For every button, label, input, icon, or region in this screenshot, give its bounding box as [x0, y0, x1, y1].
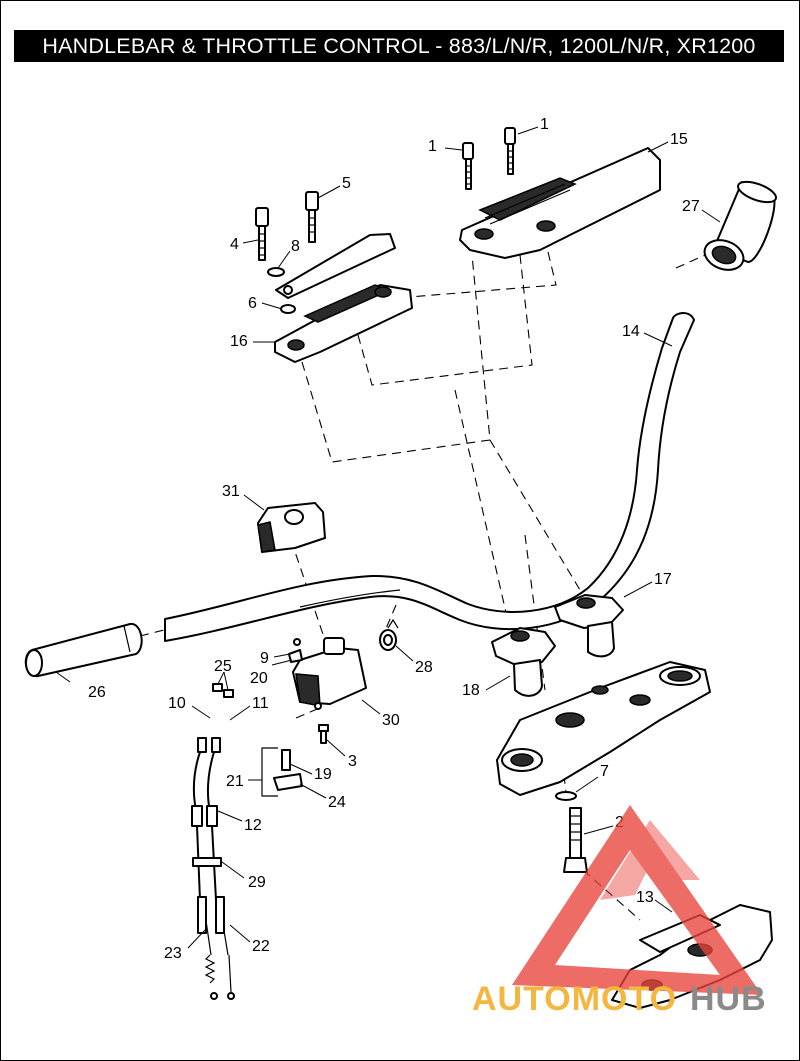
callout-5: 5 — [342, 175, 351, 192]
callout-labels: 1 1 15 5 4 8 6 16 27 14 31 17 9 20 25 28… — [88, 116, 700, 962]
washer-8 — [267, 267, 285, 277]
callout-23: 23 — [164, 945, 182, 962]
callout-9: 9 — [260, 650, 269, 667]
callout-26: 26 — [88, 684, 106, 701]
throttle-housing-lower — [292, 637, 367, 710]
lower-clamp — [274, 284, 413, 363]
callout-20: 20 — [250, 670, 268, 687]
callout-29: 29 — [248, 874, 266, 891]
callout-10: 10 — [168, 695, 186, 712]
triangle-logo-accent-icon — [600, 820, 700, 900]
adjuster-19-24 — [261, 747, 303, 797]
callout-30: 30 — [382, 712, 400, 729]
callout-6: 6 — [248, 295, 257, 312]
bolt-2 — [563, 807, 588, 873]
handlebar — [164, 312, 695, 642]
throttle-cables — [191, 737, 235, 1000]
callout-24: 24 — [328, 794, 346, 811]
watermark-brand-part1: AUTOMOTO — [472, 980, 677, 1018]
callout-28: 28 — [415, 659, 433, 676]
friction-pad-25a — [212, 683, 223, 692]
callout-3: 3 — [348, 753, 357, 770]
callout-31: 31 — [222, 483, 240, 500]
washer-7 — [555, 791, 577, 801]
screw-4 — [255, 207, 269, 261]
callout-25: 25 — [214, 658, 232, 675]
screw-1-right — [504, 127, 516, 175]
right-grip — [703, 180, 777, 271]
riser-18 — [491, 627, 556, 697]
switch-housing-upper — [257, 502, 326, 553]
upper-clamp — [459, 147, 661, 259]
callout-4: 4 — [230, 236, 239, 253]
callout-22: 22 — [252, 938, 270, 955]
callout-15: 15 — [670, 131, 688, 148]
screw-3 — [318, 724, 329, 744]
ferrule-9-20 — [288, 638, 303, 663]
clamp-bracket-plate — [275, 233, 396, 299]
callout-1: 1 — [540, 116, 549, 133]
page-title: HANDLEBAR & THROTTLE CONTROL - 883/L/N/R… — [14, 30, 784, 62]
callout-14: 14 — [622, 323, 640, 340]
watermark-logo — [512, 805, 762, 995]
leader-lines — [55, 126, 721, 949]
riser-17 — [554, 594, 624, 658]
callout-1: 1 — [428, 138, 437, 155]
screw-1-left — [462, 142, 474, 190]
callout-13: 13 — [636, 889, 654, 906]
left-grip — [24, 623, 143, 678]
triangle-logo-icon — [512, 805, 762, 995]
screw-5 — [305, 191, 319, 243]
callout-27: 27 — [682, 198, 700, 215]
callout-11: 11 — [252, 695, 269, 712]
washer-6 — [280, 304, 296, 314]
callout-21: 21 — [226, 773, 244, 790]
watermark-brand-part2: HUB — [690, 980, 767, 1018]
callout-8: 8 — [291, 238, 300, 255]
callout-18: 18 — [462, 682, 480, 699]
callout-7: 7 — [600, 763, 609, 780]
friction-pad-25b — [223, 689, 234, 698]
callout-17: 17 — [654, 571, 672, 588]
callout-16: 16 — [230, 333, 248, 350]
callout-12: 12 — [244, 817, 262, 834]
top-triple-clamp — [496, 661, 711, 796]
cable-clip-28 — [379, 618, 399, 651]
callout-19: 19 — [314, 766, 332, 783]
